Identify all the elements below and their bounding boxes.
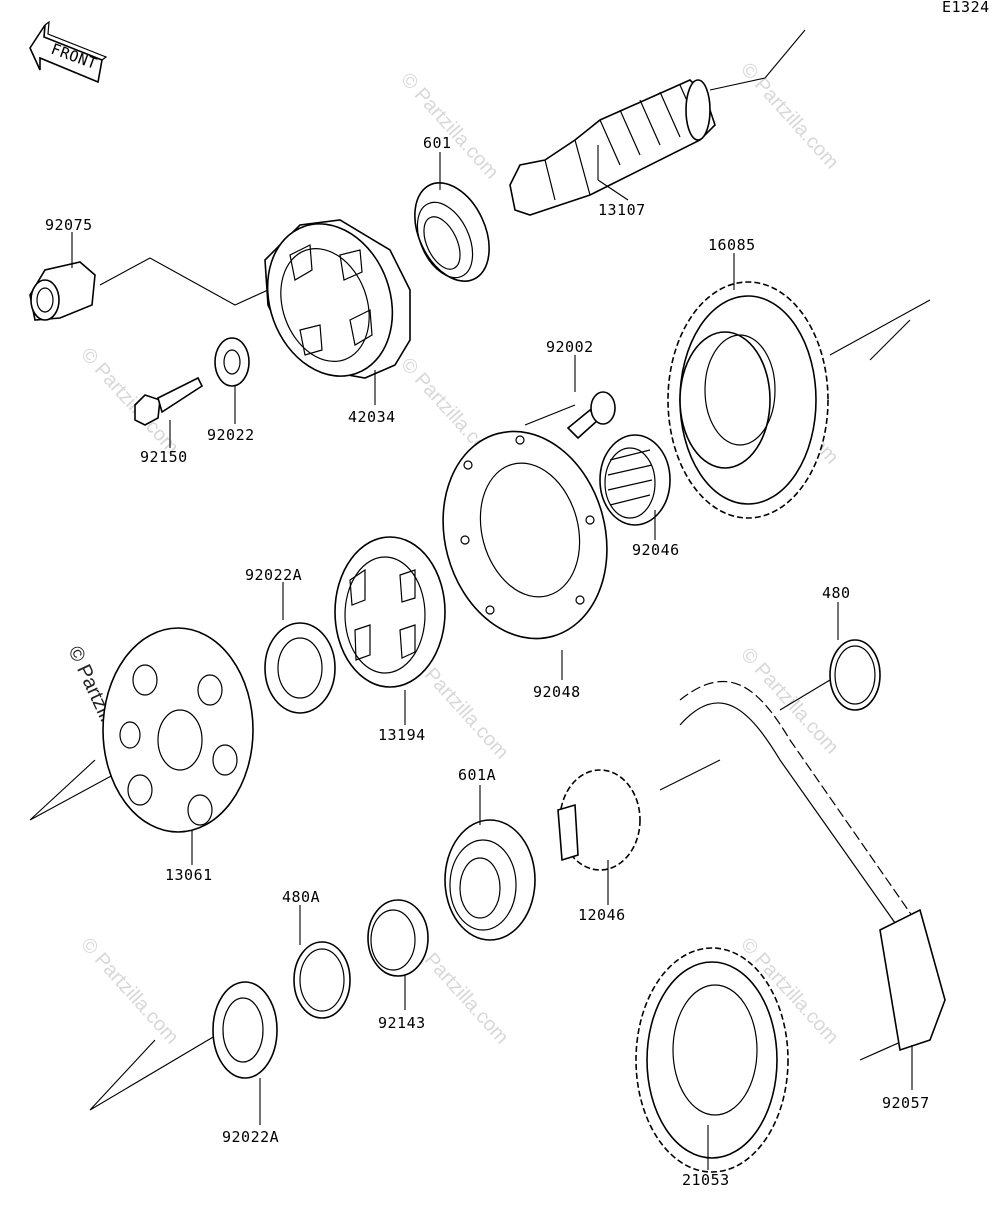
bolt-92150 xyxy=(134,376,204,426)
screw-92002 xyxy=(566,391,616,440)
front-arrow-icon: FRONT xyxy=(29,20,108,84)
watermark: © Partzilla.com xyxy=(736,644,843,759)
ring-92048 xyxy=(442,430,608,640)
label-92022: 92022 xyxy=(207,426,255,444)
bearing-601A xyxy=(444,819,536,941)
label-92143: 92143 xyxy=(378,1014,426,1032)
label-601A: 601A xyxy=(458,766,496,784)
chain-92057 xyxy=(679,680,946,1061)
label-92075: 92075 xyxy=(45,216,93,234)
label-42034: 42034 xyxy=(348,408,396,426)
label-21053: 21053 xyxy=(682,1171,730,1189)
hub-13061 xyxy=(102,627,254,833)
sleeve-92075 xyxy=(29,261,96,321)
watermark: © Partzilla.com xyxy=(76,934,183,1049)
collar-92143 xyxy=(367,899,429,977)
label-480: 480 xyxy=(822,584,851,602)
label-16085: 16085 xyxy=(708,236,756,254)
bearing-601 xyxy=(414,182,490,282)
housing-42034 xyxy=(264,219,411,379)
label-92046: 92046 xyxy=(632,541,680,559)
part-labels: 601 13107 92075 16085 92002 42034 92150 … xyxy=(45,134,930,1189)
shaft-13107 xyxy=(509,79,716,216)
watermark: © Partzilla.com xyxy=(396,69,503,184)
washer-92022A-top xyxy=(264,622,336,714)
sprocket-12046 xyxy=(557,769,641,871)
label-92022A-top: 92022A xyxy=(245,566,302,584)
washer-92022A-bottom xyxy=(212,981,278,1079)
label-92150: 92150 xyxy=(140,448,188,466)
needle-bearing-92046 xyxy=(599,434,671,526)
label-480A: 480A xyxy=(282,888,320,906)
circlip-480 xyxy=(829,639,881,711)
label-92048: 92048 xyxy=(533,683,581,701)
leader-lines xyxy=(71,145,913,1170)
label-601: 601 xyxy=(423,134,452,152)
gear-16085 xyxy=(667,281,829,519)
watermark: © Partzilla.com xyxy=(736,59,843,174)
sprocket-21053 xyxy=(635,947,789,1173)
label-92057: 92057 xyxy=(882,1094,930,1112)
clutch-13194 xyxy=(334,536,446,688)
diagram-code: E1324 xyxy=(942,0,990,16)
circlip-480A xyxy=(293,941,351,1019)
label-13107: 13107 xyxy=(598,201,646,219)
label-92022A-bottom: 92022A xyxy=(222,1128,279,1146)
washer-92022 xyxy=(214,337,250,387)
label-13061: 13061 xyxy=(165,866,213,884)
label-12046: 12046 xyxy=(578,906,626,924)
label-92002: 92002 xyxy=(546,338,594,356)
axis-guides xyxy=(29,29,931,1111)
label-13194: 13194 xyxy=(378,726,426,744)
